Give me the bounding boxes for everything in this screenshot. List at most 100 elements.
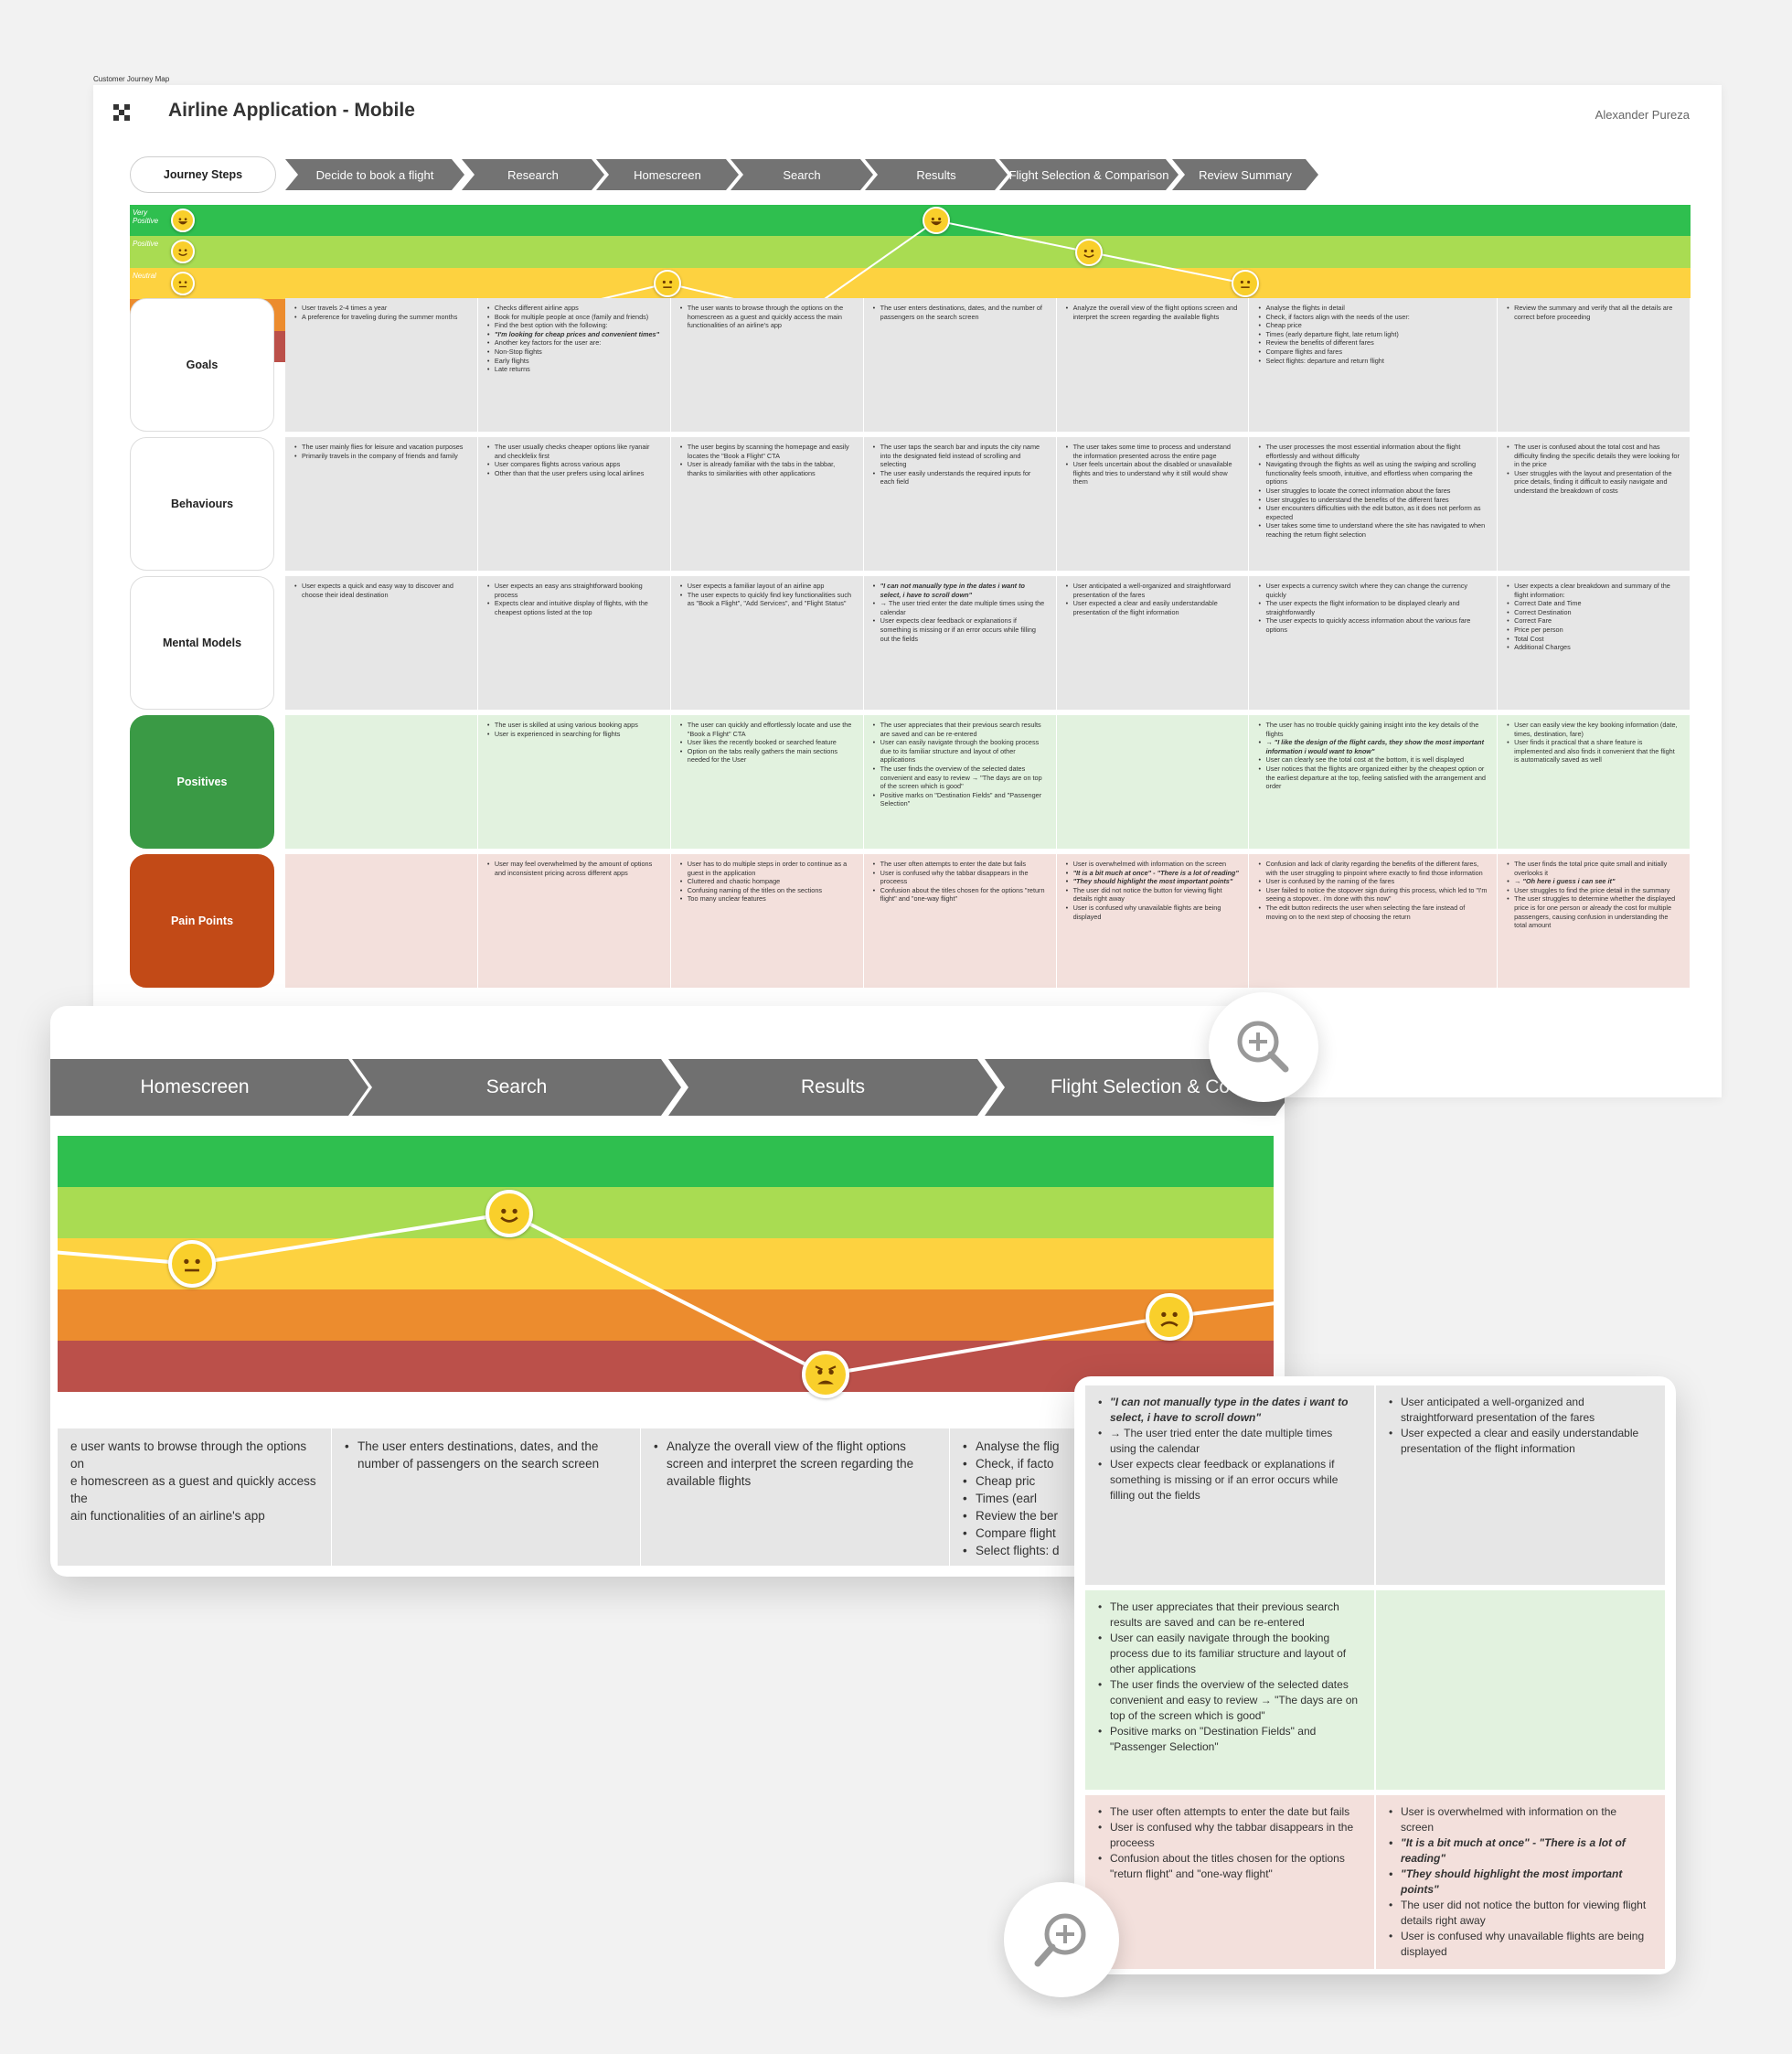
list-item: "I can not manually type in the dates i … <box>873 582 1047 599</box>
list-item: The user finds the overview of the selec… <box>1098 1677 1361 1724</box>
list-item: Review the summary and verify that all t… <box>1507 304 1680 321</box>
zoom-in-icon[interactable] <box>1004 1882 1119 1997</box>
list-item: User is confused by the naming of the fa… <box>1258 877 1488 886</box>
list-item: Non-Stop flights <box>487 348 661 357</box>
list-item: User travels 2-4 times a year <box>294 304 468 313</box>
list-item: User takes some time to understand where… <box>1258 521 1488 539</box>
smiley-face-icon <box>171 209 195 232</box>
list-item: The user finds the total price quite sma… <box>1507 860 1680 877</box>
cell-text: e user wants to browse through the optio… <box>70 1439 307 1471</box>
list-item: Price per person <box>1507 626 1680 635</box>
cell-list: The user has no trouble quickly gaining … <box>1258 721 1488 791</box>
emotion-band-1: Very Positive <box>130 205 1691 237</box>
zoom-in-icon[interactable] <box>1209 992 1318 1102</box>
list-item: User expects a quick and easy way to dis… <box>294 582 468 599</box>
smiley-face-icon <box>1232 270 1259 297</box>
list-item: User struggles to find the price detail … <box>1507 886 1680 895</box>
cell-text: ain functionalities of an airline's app <box>70 1509 265 1523</box>
list-item: Times (early departure flight, late retu… <box>1258 330 1488 339</box>
list-item: The user wants to browse through the opt… <box>680 304 854 330</box>
emotion-band-3: Neutral <box>130 267 1691 300</box>
zoom-emotion-band-5 <box>58 1341 1274 1392</box>
list-item: The user easily understands the required… <box>873 469 1047 487</box>
list-item: Primarily travels in the company of frie… <box>294 452 468 461</box>
list-item: Confusion about the titles chosen for th… <box>1098 1851 1361 1882</box>
cell-positives-4: The user appreciates that their previous… <box>863 715 1057 849</box>
list-item: The user appreciates that their previous… <box>873 721 1047 738</box>
cell-positives-2: The user is skilled at using various boo… <box>477 715 671 849</box>
list-item: The user enters destinations, dates, and… <box>873 304 1047 321</box>
cell-list: The user taps the search bar and inputs … <box>873 443 1047 487</box>
list-item: User anticipated a well-organized and st… <box>1389 1395 1652 1426</box>
list-item: Review the benefits of different fares <box>1258 338 1488 348</box>
list-item: Select flights: d <box>963 1542 1260 1559</box>
cell-list: User expects a familiar layout of an air… <box>680 582 854 608</box>
row-cells: User may feel overwhelmed by the amount … <box>285 854 1691 988</box>
row-label-mental: Mental Models <box>130 576 274 710</box>
cell-behaviours-4: The user taps the search bar and inputs … <box>863 437 1057 571</box>
list-item: User is overwhelmed with information on … <box>1066 860 1240 869</box>
list-item: The user has no trouble quickly gaining … <box>1258 721 1488 738</box>
list-item: User expected a clear and easily underst… <box>1066 599 1240 616</box>
cell-list: Analyze the overall view of the flight o… <box>654 1438 936 1490</box>
smiley-face-icon <box>171 271 195 295</box>
zoom-cell-positives-1: The user appreciates that their previous… <box>1085 1590 1376 1790</box>
cell-positives-1 <box>285 715 478 849</box>
list-item: Confusion about the titles chosen for th… <box>873 886 1047 904</box>
cell-list: User anticipated a well-organized and st… <box>1066 582 1240 616</box>
list-item: Confusing naming of the titles on the se… <box>680 886 854 895</box>
list-item: Compare flight <box>963 1524 1260 1542</box>
row-label-pain: Pain Points <box>130 854 274 988</box>
cell-list: "I can not manually type in the dates i … <box>1098 1395 1361 1503</box>
cell-goals-3: The user wants to browse through the opt… <box>670 298 864 432</box>
list-item: User can clearly see the total cost at t… <box>1258 755 1488 765</box>
zoom-panel-details: "I can not manually type in the dates i … <box>1074 1376 1676 1974</box>
list-item: User notices that the flights are organi… <box>1258 765 1488 791</box>
list-item: Analyze the overall view of the flight o… <box>654 1438 936 1490</box>
list-item: The user usually checks cheaper options … <box>487 443 661 460</box>
list-item: The user is confused about the total cos… <box>1507 443 1680 469</box>
list-item: "It is a bit much at once" - "There is a… <box>1389 1835 1652 1867</box>
list-item: The user expects to quickly find key fun… <box>680 591 854 608</box>
list-item: Another key factors for the user are: <box>487 338 661 348</box>
list-item: "They should highlight the most importan… <box>1066 877 1240 886</box>
cell-goals-6: Analyse the flights in detailCheck, if f… <box>1249 298 1499 432</box>
cell-list: The user appreciates that their previous… <box>1098 1599 1361 1755</box>
list-item: User expects an easy ans straightforward… <box>487 582 661 599</box>
list-item: User is experienced in searching for fli… <box>487 730 661 739</box>
emotion-segment <box>50 1249 193 1266</box>
list-item: User expected a clear and easily underst… <box>1389 1426 1652 1457</box>
list-item: The user struggles to determine whether … <box>1507 894 1680 929</box>
list-item: User struggles to understand the benefit… <box>1258 496 1488 505</box>
cell-list: The user mainly flies for leisure and va… <box>294 443 468 460</box>
list-item: Review the ber <box>963 1507 1260 1524</box>
list-item: "I can not manually type in the dates i … <box>1098 1395 1361 1426</box>
page-title: Airline Application - Mobile <box>168 100 415 121</box>
list-item: User struggles to locate the correct inf… <box>1258 487 1488 496</box>
list-item: The user enters destinations, dates, and… <box>345 1438 627 1472</box>
list-item: → The user tried enter the date multiple… <box>1098 1426 1361 1457</box>
row-mental: Mental Models User expects a quick and ea… <box>130 576 1691 710</box>
cell-list: User is overwhelmed with information on … <box>1066 860 1240 921</box>
smiley-face-icon <box>1075 238 1103 266</box>
emotion-level-label: Very Positive <box>133 209 159 225</box>
zoom-emotion-band-3 <box>58 1238 1274 1289</box>
smiley-face-icon <box>923 207 950 235</box>
cell-pain-2: User may feel overwhelmed by the amount … <box>477 854 671 988</box>
cell-mental-2: User expects an easy ans straightforward… <box>477 576 671 710</box>
list-item: User can easily navigate through the boo… <box>1098 1631 1361 1677</box>
cell-pain-1 <box>285 854 478 988</box>
cell-pain-6: Confusion and lack of clarity regarding … <box>1249 854 1499 988</box>
emotion-segment <box>935 219 1090 253</box>
list-item: Check, if facto <box>963 1455 1260 1472</box>
cell-list: The user begins by scanning the homepage… <box>680 443 854 477</box>
cell-list: The user processes the most essential in… <box>1258 443 1488 540</box>
zoom-journey-step-3: Results <box>668 1059 997 1116</box>
cell-positives-6: The user has no trouble quickly gaining … <box>1249 715 1499 849</box>
zoom-goal-cell-2: The user enters destinations, dates, and… <box>332 1428 641 1566</box>
list-item: The user did not notice the button for v… <box>1389 1898 1652 1929</box>
list-item: Option on the tabs really gathers the ma… <box>680 747 854 765</box>
row-cells: The user is skilled at using various boo… <box>285 715 1691 849</box>
cell-list: The user enters destinations, dates, and… <box>873 304 1047 321</box>
